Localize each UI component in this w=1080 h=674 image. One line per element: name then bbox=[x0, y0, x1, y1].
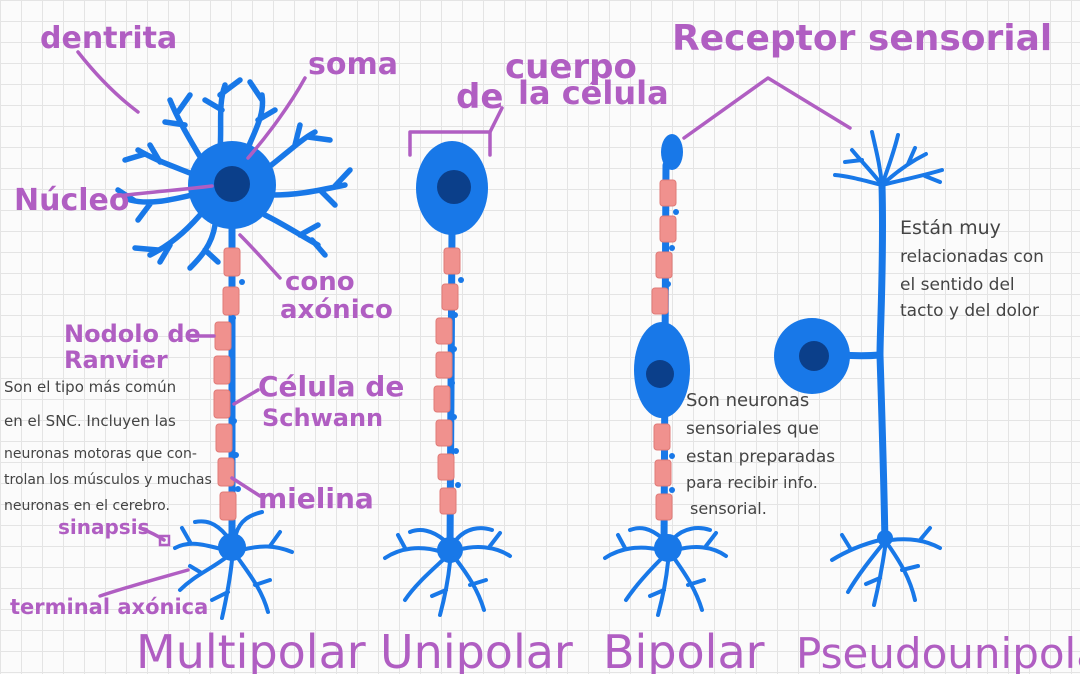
pseudounipolar-receptor-branches bbox=[833, 130, 944, 187]
multipolar-axon-terminals bbox=[173, 510, 294, 620]
label-soma: soma bbox=[308, 47, 398, 82]
cuerpo-bracket bbox=[408, 130, 492, 157]
note-bipolar-line: Son neuronas bbox=[686, 390, 809, 411]
note-bipolar-line: sensoriales que bbox=[686, 419, 819, 439]
dentrita-leader bbox=[76, 50, 140, 114]
multipolar-dendrites bbox=[115, 77, 353, 271]
note-pseudounipolar-line: el sentido del bbox=[900, 275, 1015, 295]
label-sinapsis: sinapsis bbox=[58, 515, 149, 539]
sinapsis-marker bbox=[158, 534, 171, 547]
label-schwann-2: Schwann bbox=[262, 404, 383, 432]
mielina-leader bbox=[230, 476, 262, 498]
label-cuerpo-2b: la célula bbox=[518, 74, 669, 112]
note-bipolar-line: para recibir info. bbox=[686, 473, 818, 492]
pseudounipolar-neuron-icon bbox=[774, 130, 944, 607]
note-pseudounipolar-line: Están muy bbox=[900, 217, 1001, 239]
note-pseudounipolar: Están muy relacionadas con el sentido de… bbox=[900, 217, 1044, 321]
bipolar-terminal-bulb bbox=[654, 534, 682, 562]
label-cono-1: cono bbox=[285, 267, 355, 297]
receptor-leader bbox=[682, 76, 852, 140]
multipolar-nucleus bbox=[214, 166, 250, 202]
note-multipolar: Son el tipo más común en el SNC. Incluye… bbox=[4, 378, 212, 514]
note-pseudounipolar-line: relacionadas con bbox=[900, 247, 1044, 267]
note-multipolar-line: Son el tipo más común bbox=[4, 378, 176, 396]
label-terminal: terminal axónica bbox=[10, 595, 208, 619]
pseudounipolar-nucleus bbox=[799, 341, 829, 371]
label-cuerpo-1: cuerpo bbox=[505, 47, 637, 87]
title-unipolar: Unipolar bbox=[380, 625, 573, 674]
bipolar-axon-terminals bbox=[603, 526, 728, 617]
note-multipolar-line: neuronas en el cerebro. bbox=[4, 498, 170, 514]
sinapsis-leader bbox=[138, 526, 166, 542]
cono-leader bbox=[238, 233, 282, 280]
unipolar-axon-terminals bbox=[383, 526, 512, 617]
note-bipolar-line: estan preparadas bbox=[686, 447, 835, 467]
cuerpo-leader bbox=[488, 106, 504, 134]
multipolar-terminal-bulb bbox=[218, 533, 246, 561]
bipolar-nucleus bbox=[646, 360, 674, 388]
label-cono-2: axónico bbox=[280, 295, 393, 325]
unipolar-neuron-icon bbox=[383, 141, 512, 617]
bipolar-neuron-icon bbox=[603, 134, 728, 617]
bipolar-myelin-lower bbox=[653, 423, 675, 521]
multipolar-myelin bbox=[213, 247, 245, 521]
title-bipolar: Bipolar bbox=[603, 625, 765, 674]
note-multipolar-line: en el SNC. Incluyen las bbox=[4, 412, 176, 430]
note-bipolar-line: sensorial. bbox=[690, 499, 767, 518]
title-multipolar: Multipolar bbox=[136, 625, 366, 674]
title-pseudounipolar: Pseudounipolar bbox=[796, 629, 1080, 674]
label-cuerpo-2a: de bbox=[456, 77, 503, 117]
unipolar-nucleus bbox=[437, 170, 471, 204]
unipolar-myelin bbox=[433, 247, 464, 515]
pseudounipolar-axon bbox=[876, 181, 889, 549]
leader-lines bbox=[76, 50, 852, 598]
bipolar-receptor-tip bbox=[661, 134, 683, 170]
note-bipolar: Son neuronas sensoriales que estan prepa… bbox=[686, 390, 835, 518]
label-nodo-2: Ranvier bbox=[64, 346, 168, 374]
unipolar-terminal-bulb bbox=[437, 537, 463, 563]
label-nucleo: Núcleo bbox=[14, 183, 130, 218]
note-multipolar-line: neuronas motoras que con- bbox=[4, 446, 197, 462]
label-mielina: mielina bbox=[258, 482, 374, 515]
label-nodo-1: Nodolo de bbox=[64, 320, 201, 348]
note-pseudounipolar-line: tacto y del dolor bbox=[900, 301, 1039, 321]
schwann-leader bbox=[232, 388, 260, 406]
multipolar-neuron-icon bbox=[115, 77, 353, 620]
nucleo-leader bbox=[116, 184, 214, 198]
label-receptor: Receptor sensorial bbox=[672, 18, 1052, 59]
terminal-leader bbox=[98, 568, 190, 598]
pseudounipolar-axon-terminals bbox=[830, 526, 942, 607]
soma-leader bbox=[246, 76, 307, 160]
label-schwann-1: Célula de bbox=[258, 370, 404, 403]
note-multipolar-line: trolan los músculos y muchas bbox=[4, 472, 212, 488]
label-dentrita: dentrita bbox=[40, 21, 177, 56]
bipolar-myelin-upper bbox=[651, 179, 679, 315]
pseudounipolar-terminal-bulb bbox=[877, 530, 893, 546]
